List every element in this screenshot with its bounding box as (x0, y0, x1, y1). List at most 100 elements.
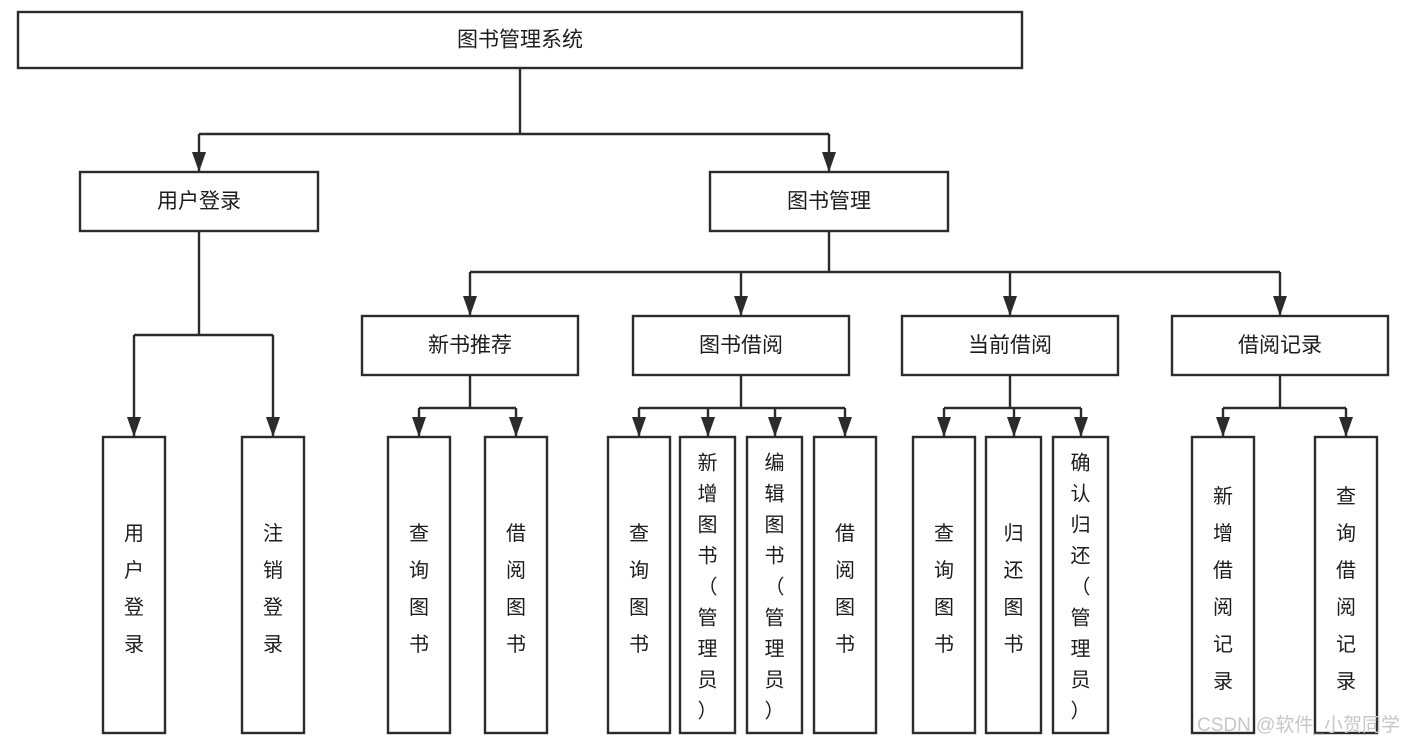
arrow-head-icon (701, 417, 715, 437)
node-book-manage-box[interactable] (708, 170, 950, 233)
node-leaf-query-book-3-label-char: 查 (934, 522, 954, 545)
node-leaf-confirm-return-label-char: 归 (1071, 514, 1091, 537)
node-leaf-edit-book-label-char: 员 (765, 670, 785, 692)
node-current-borrow-box[interactable] (900, 314, 1120, 377)
node-leaf-edit-book-box[interactable] (745, 435, 804, 735)
node-leaf-borrow-book-2-label-char: 图 (835, 597, 855, 619)
node-leaf-confirm-return-label-char: 还 (1071, 545, 1091, 568)
node-current-borrow-label: 当前借阅 (968, 334, 1052, 357)
node-leaf-query-book-3-label-char: 图 (934, 597, 954, 619)
node-leaf-confirm-return-box[interactable] (1051, 435, 1110, 735)
node-leaf-add-record-box[interactable] (1190, 435, 1256, 735)
node-borrow-record-label: 借阅记录 (1238, 334, 1322, 357)
node-leaf-logout-label-char: 登 (263, 596, 283, 619)
node-leaf-query-record-box[interactable] (1313, 435, 1379, 735)
node-leaf-query-book-3-label-char: 询 (934, 559, 954, 582)
node-leaf-query-book-1-label-char: 询 (409, 559, 429, 582)
node-leaf-edit-book-label-char: 编 (765, 452, 785, 475)
arrow-head-icon (1216, 417, 1230, 437)
arrow-head-icon (838, 417, 852, 437)
node-leaf-user-login[interactable]: 用户登录 (101, 435, 167, 735)
node-leaf-borrow-book-2-box[interactable] (812, 435, 878, 735)
node-new-book-recommend[interactable]: 新书推荐 (360, 314, 580, 377)
node-user-login-label: 用户登录 (157, 190, 241, 213)
node-leaf-query-record-label-char: 借 (1336, 559, 1356, 582)
node-leaf-user-login-box[interactable] (101, 435, 167, 735)
node-current-borrow[interactable]: 当前借阅 (900, 314, 1120, 377)
node-leaf-logout-label-char: 录 (263, 634, 283, 656)
node-borrow-record-box[interactable] (1170, 314, 1390, 377)
node-leaf-add-record-label-char: 阅 (1213, 596, 1233, 619)
node-leaf-confirm-return-label-char: （ (1071, 576, 1091, 599)
node-leaf-query-book-3-label-char: 书 (934, 633, 954, 656)
node-leaf-logout-box[interactable] (240, 435, 306, 735)
node-leaf-return-book-label-char: 还 (1004, 559, 1024, 582)
node-leaf-query-record-label-char: 询 (1336, 522, 1356, 545)
node-leaf-confirm-return-label-char: ） (1071, 700, 1091, 723)
arrow-head-icon (1339, 417, 1353, 437)
node-leaf-query-book-2-label-char: 询 (629, 559, 649, 582)
node-book-borrow-box[interactable] (631, 314, 851, 377)
node-leaf-user-login-label-char: 录 (124, 634, 144, 656)
node-borrow-record[interactable]: 借阅记录 (1170, 314, 1390, 377)
node-leaf-query-book-2-box[interactable] (606, 435, 672, 735)
arrow-head-icon (127, 417, 141, 437)
node-layer: 图书管理系统用户登录图书管理新书推荐图书借阅当前借阅借阅记录用户登录注销登录查询… (16, 10, 1390, 735)
node-leaf-borrow-book-1-label-char: 图 (506, 597, 526, 619)
node-leaf-query-book-1-label-char: 查 (409, 522, 429, 545)
node-leaf-query-record-label-char: 查 (1336, 485, 1356, 508)
arrow-head-icon (734, 296, 748, 316)
node-leaf-add-book-label-char: ） (698, 700, 718, 723)
node-leaf-borrow-book-1-label-char: 书 (506, 633, 526, 656)
arrow-head-icon (1003, 296, 1017, 316)
node-user-login-box[interactable] (78, 170, 320, 233)
node-leaf-borrow-book-1-box[interactable] (483, 435, 549, 735)
node-leaf-query-book-1-label-char: 图 (409, 597, 429, 619)
node-leaf-logout-label-char: 注 (263, 522, 283, 545)
node-root[interactable]: 图书管理系统 (16, 10, 1024, 70)
arrow-head-icon (266, 417, 280, 437)
node-leaf-borrow-book-2-label-char: 书 (835, 633, 855, 656)
node-new-book-recommend-label: 新书推荐 (428, 334, 512, 357)
arrow-head-icon (1074, 417, 1088, 437)
arrow-head-icon (937, 417, 951, 437)
node-leaf-edit-book-label-char: 图 (765, 515, 785, 537)
node-leaf-edit-book-label-char: 理 (765, 639, 785, 661)
node-leaf-query-record-label-char: 阅 (1336, 596, 1356, 619)
node-leaf-add-book-box[interactable] (678, 435, 737, 735)
node-leaf-logout-label-char: 销 (263, 559, 283, 582)
node-leaf-return-book-box[interactable] (984, 435, 1043, 735)
node-leaf-user-login-label-char: 用 (124, 523, 144, 545)
node-new-book-recommend-box[interactable] (360, 314, 580, 377)
node-leaf-query-record-label-char: 记 (1336, 633, 1356, 656)
node-book-borrow[interactable]: 图书借阅 (631, 314, 851, 377)
node-leaf-edit-book-label-char: ） (765, 700, 785, 723)
node-leaf-add-record-label-char: 录 (1213, 671, 1233, 693)
node-root-box[interactable] (16, 10, 1024, 70)
node-leaf-add-book-label-char: 理 (698, 639, 718, 661)
node-book-manage[interactable]: 图书管理 (708, 170, 950, 233)
node-leaf-add-record-label-char: 增 (1213, 522, 1233, 545)
node-user-login[interactable]: 用户登录 (78, 170, 320, 233)
arrow-head-icon (463, 296, 477, 316)
node-leaf-query-book-3-box[interactable] (911, 435, 977, 735)
node-leaf-confirm-return-label-char: 理 (1071, 639, 1091, 661)
node-leaf-edit-book-label-char: 书 (765, 545, 785, 568)
node-leaf-add-book-label-char: 新 (698, 452, 718, 475)
node-leaf-query-book-1-box[interactable] (386, 435, 452, 735)
node-leaf-query-book-2-label-char: 图 (629, 597, 649, 619)
